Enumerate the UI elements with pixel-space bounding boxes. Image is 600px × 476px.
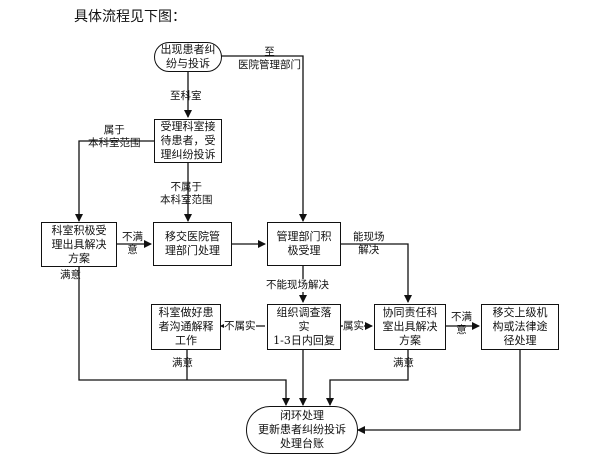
dept-resolve-node: 科室积极受 理出具解决 方案: [41, 222, 117, 267]
arrow-joint-to-close: [326, 350, 409, 406]
investigate-node: 组织调查落 实 1-3日内回复: [267, 304, 341, 350]
mgmt-accept-node: 管理部门积 极受理: [267, 222, 341, 266]
label-satisfied-bottom-left: 满意: [172, 357, 193, 369]
label-in-scope: 属于 本科室范围: [88, 124, 141, 149]
label-to-mgmt-dept: 至 医院管理部门: [238, 46, 301, 71]
arrow-escalate-to-close: [357, 350, 521, 434]
label-cannot-resolve-onsite: 不能现场解决: [265, 279, 330, 292]
label-satisfied-bottom-right: 满意: [393, 357, 414, 369]
label-satisfied-left: 满意: [60, 269, 81, 281]
joint-resolve-node: 协同责任科 室出具解决 方案: [374, 304, 446, 350]
label-not-satisfied-left: 不满 意: [122, 231, 143, 256]
start-node: 出现患者纠 纷与投诉: [154, 42, 222, 72]
label-true: 属实: [343, 320, 364, 333]
arrow-mgmt-to-joint: [341, 243, 412, 303]
dept-communicate-node: 科室做好患 者沟通解释 工作: [151, 304, 221, 350]
label-not-in-scope: 不属于 本科室范围: [160, 181, 213, 206]
label-can-resolve-onsite: 能现场 解决: [353, 231, 385, 256]
arrow-start-to-mgmt: [221, 55, 307, 222]
label-not-true: 不属实: [224, 320, 256, 333]
transfer-mgmt-node: 移交医院管 理部门处理: [153, 222, 232, 266]
label-not-satisfied-right: 不满 意: [451, 311, 472, 336]
escalate-node: 移交上级机 构或法律途 径处理: [481, 304, 559, 350]
arrow-resolve-to-close: [78, 267, 290, 406]
page-title: 具体流程见下图：: [74, 9, 186, 25]
arrow-dept-to-resolve: [75, 140, 154, 222]
label-to-dept: 至科室: [170, 90, 202, 102]
dept-accept-node: 受理科室接 待患者，受 理纠纷投诉: [154, 119, 222, 163]
close-node: 闭环处理 更新患者纠纷投诉 处理台账: [246, 406, 358, 454]
